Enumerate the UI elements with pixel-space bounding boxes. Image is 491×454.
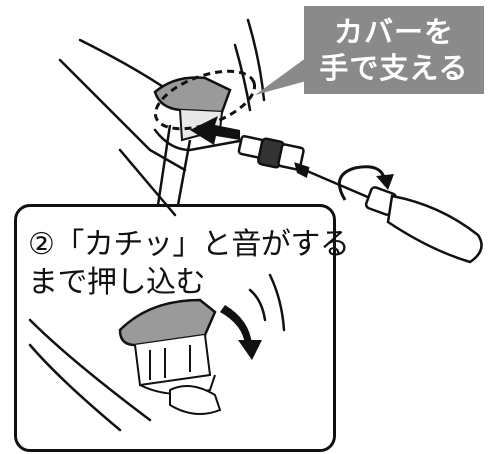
cover-detail: [118, 298, 222, 415]
screwdriver-icon: [294, 162, 483, 264]
detail-illustration: [28, 273, 286, 432]
leader-line: [156, 124, 192, 206]
callout-line2: 手で支える: [319, 51, 469, 85]
device-body: [58, 18, 266, 217]
step-line2: まで押し込む: [28, 265, 206, 300]
rotate-down-arrow-icon: [220, 305, 262, 360]
connector-icon: [237, 135, 305, 171]
callout-line1: カバーを: [333, 15, 454, 49]
callout-pointer: [255, 55, 310, 95]
push-arrow-icon: [190, 116, 240, 145]
step-instruction: ②「カチッ」と音がする まで押し込む: [28, 226, 350, 302]
step-line1: ②「カチッ」と音がする: [28, 227, 350, 262]
callout-box: カバーを 手で支える: [304, 6, 484, 94]
detail-frame: [14, 204, 336, 452]
rotate-arrow-icon: [337, 165, 394, 201]
